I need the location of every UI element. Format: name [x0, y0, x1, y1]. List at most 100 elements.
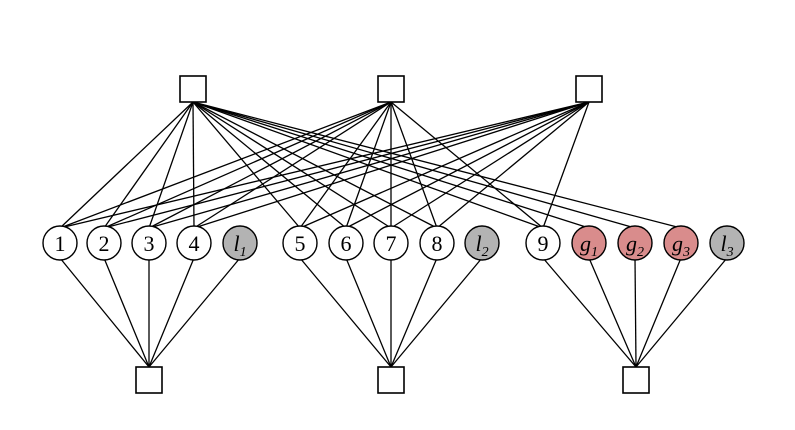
- edge-t1-v1: [59, 101, 194, 229]
- variable-label: 9: [538, 231, 549, 256]
- variable-circle: [373, 225, 409, 261]
- variable-label-main: 9: [538, 231, 549, 256]
- variable-circle: [42, 225, 78, 261]
- variable-circle: [86, 225, 122, 261]
- edge-t1-v2: [103, 101, 194, 229]
- variable-label: g1: [580, 231, 598, 260]
- edge-t3-v9: [542, 101, 590, 229]
- variable-label-subscript: 2: [482, 245, 489, 260]
- variable-label-main: 7: [386, 231, 397, 256]
- variable-circle: [617, 225, 653, 261]
- bottom-factor-b3: [622, 366, 650, 394]
- variable-node-v5: 5: [282, 225, 318, 261]
- variable-node-v1: 1: [42, 225, 78, 261]
- edge-t3-v8: [436, 101, 590, 229]
- variable-circle: [328, 225, 364, 261]
- edge-l3-b3: [635, 257, 728, 368]
- variable-label-subscript: 3: [682, 245, 690, 260]
- edge-t2-v9: [390, 101, 544, 229]
- edge-t3-v2: [103, 101, 590, 229]
- variable-node-l3: l3: [709, 225, 745, 261]
- variable-label-main: g: [672, 231, 683, 256]
- variable-label-main: 2: [99, 231, 110, 256]
- bottom-factor-b2: [377, 366, 405, 394]
- edge-t1-v6: [192, 101, 347, 229]
- variable-label: 8: [432, 231, 443, 256]
- variable-label: l1: [233, 231, 246, 260]
- variable-node-v7: 7: [373, 225, 409, 261]
- edge-t1-g3: [192, 101, 682, 229]
- edge-t2-v2: [103, 101, 392, 229]
- edge-t1-v8: [192, 101, 438, 229]
- bottom-factor-b1: [135, 366, 163, 394]
- variable-label-main: l: [720, 231, 726, 256]
- variable-label: g2: [626, 231, 644, 260]
- variable-label: l2: [475, 231, 488, 260]
- edge-v6-b2: [345, 257, 392, 368]
- edge-g3-b3: [635, 257, 682, 368]
- variable-label: 1: [55, 231, 66, 256]
- variable-node-v9: 9: [525, 225, 561, 261]
- edge-t3-v7: [390, 101, 590, 229]
- variable-label-main: l: [233, 231, 239, 256]
- variable-node-v3: 3: [131, 225, 167, 261]
- edge-v4-b1: [148, 257, 195, 368]
- variable-label: 5: [295, 231, 306, 256]
- edge-l1-b1: [148, 257, 241, 368]
- variable-node-v2: 2: [86, 225, 122, 261]
- variable-node-g2: g2: [617, 225, 653, 261]
- top-factor-t1: [179, 75, 207, 103]
- variable-label-subscript: 1: [240, 245, 247, 260]
- variable-node-g3: g3: [663, 225, 699, 261]
- edge-t1-g1: [192, 101, 590, 229]
- variable-circle: [464, 225, 500, 261]
- factors-layer: [135, 75, 650, 394]
- variable-circle: [282, 225, 318, 261]
- variable-node-v8: 8: [419, 225, 455, 261]
- variable-circle: [176, 225, 212, 261]
- edge-t1-v4: [192, 101, 195, 229]
- top-factor-t2: [377, 75, 405, 103]
- edge-t1-v5: [192, 101, 301, 229]
- variable-label-main: 8: [432, 231, 443, 256]
- variable-label-main: 4: [189, 231, 200, 256]
- variable-circle: [131, 225, 167, 261]
- variable-label-main: 3: [144, 231, 155, 256]
- variable-label-main: 5: [295, 231, 306, 256]
- edge-g2-b3: [634, 257, 637, 368]
- variable-label: 4: [189, 231, 200, 256]
- variable-label: 6: [341, 231, 352, 256]
- edge-v1-b1: [59, 257, 150, 368]
- top-factor-t3: [575, 75, 603, 103]
- variable-circle: [419, 225, 455, 261]
- variable-label-main: 1: [55, 231, 66, 256]
- edge-t1-v7: [192, 101, 392, 229]
- edge-v9-b3: [542, 257, 637, 368]
- variable-label-subscript: 1: [591, 245, 598, 260]
- edge-g1-b3: [588, 257, 637, 368]
- variable-circle: [525, 225, 561, 261]
- variable-label-main: g: [626, 231, 637, 256]
- edges-layer: [59, 101, 728, 368]
- variable-label: 2: [99, 231, 110, 256]
- variable-label: 3: [144, 231, 155, 256]
- edge-l2-b2: [390, 257, 483, 368]
- variable-circle: [709, 225, 745, 261]
- edge-t2-v5: [299, 101, 392, 229]
- edge-t1-g2: [192, 101, 636, 229]
- variable-node-v6: 6: [328, 225, 364, 261]
- variable-circle: [571, 225, 607, 261]
- variable-label-main: g: [580, 231, 591, 256]
- variable-label-main: 6: [341, 231, 352, 256]
- variable-label-subscript: 2: [637, 245, 644, 260]
- edge-t2-v1: [59, 101, 392, 229]
- variable-label: 7: [386, 231, 397, 256]
- variable-label: g3: [672, 231, 690, 260]
- variable-label-subscript: 3: [726, 245, 734, 260]
- variable-node-v4: 4: [176, 225, 212, 261]
- edge-v5-b2: [299, 257, 392, 368]
- edge-t3-v1: [59, 101, 590, 229]
- edge-v8-b2: [390, 257, 438, 368]
